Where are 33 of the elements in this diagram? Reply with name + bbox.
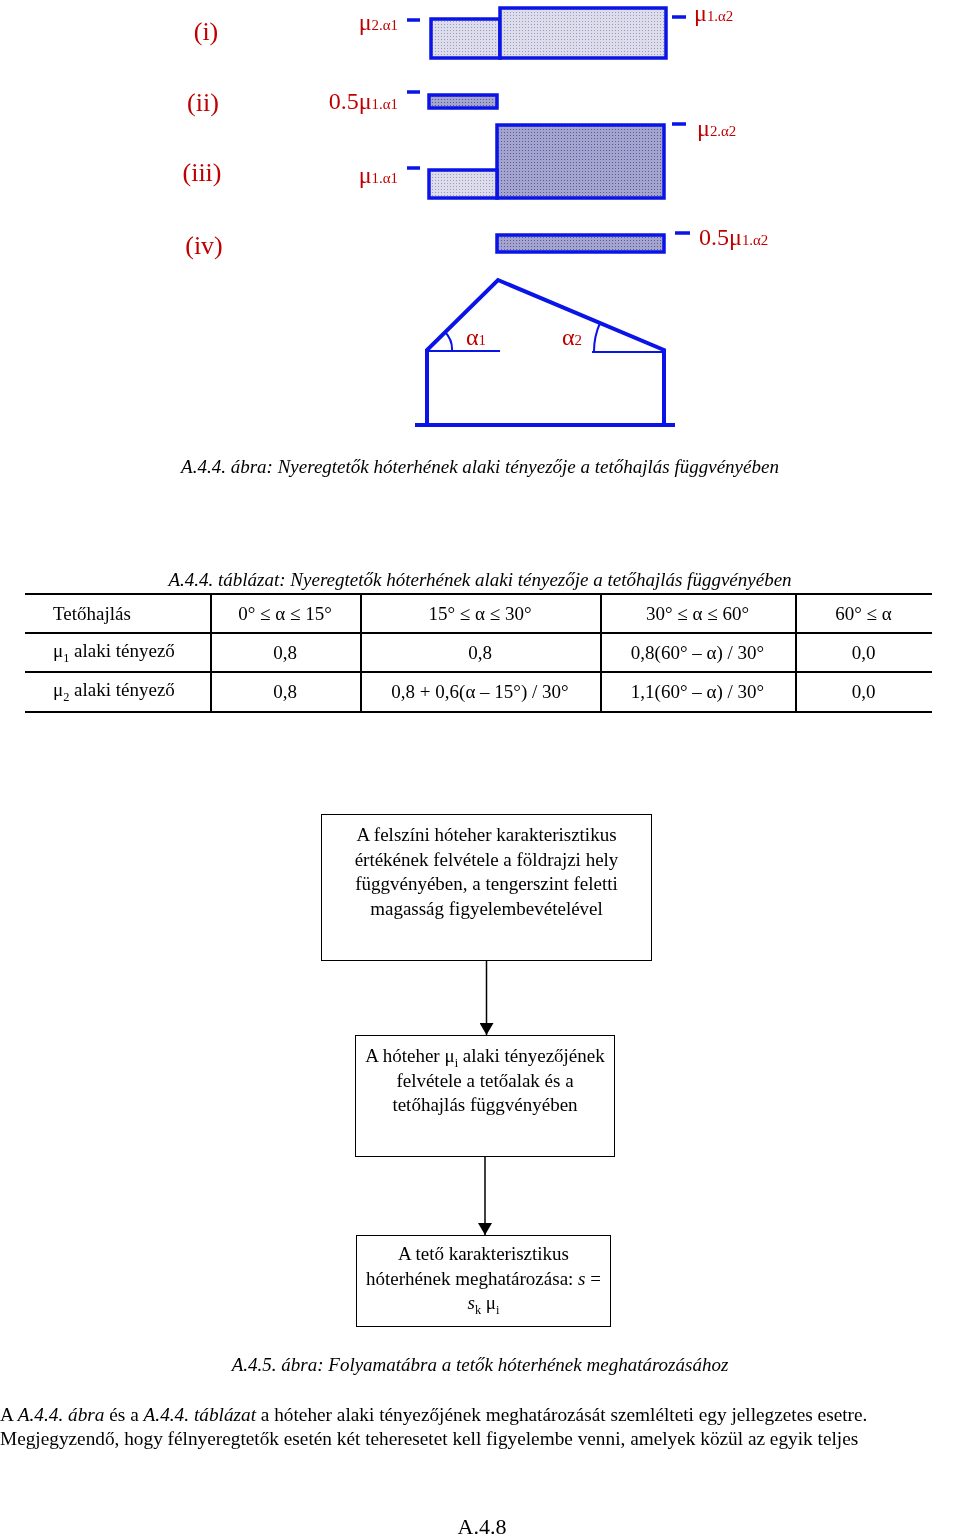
table-value: 0,8 xyxy=(468,642,492,663)
paragraph-text: Megjegyzendő, hogy félnyeregtetők esetén két teheresetet kell figyelembe venni, amelyek közül az egyik teljes xyxy=(0,1428,859,1450)
row-header: μ$_{1}$ alaki tényező xyxy=(53,640,175,665)
process-box xyxy=(355,1035,615,1157)
paragraph-text: A A.4.4. ábra és a A.4.4. táblázat a hóteher alaki tényezőjének meghatározását szemlélteti egy jellegzetes esetre. xyxy=(0,1404,868,1426)
process-box xyxy=(356,1235,611,1327)
page-number: A.4.8 xyxy=(457,1514,507,1538)
figure-caption: A.4.4. ábra: Nyeregtetők hóterhének alaki tényezője a tetőhajlás függvényében xyxy=(181,456,779,478)
arrow xyxy=(478,1156,492,1236)
arrow xyxy=(479,960,494,1036)
column-header: 0° ≤ α ≤ 15° xyxy=(238,603,332,624)
table-value: 0,8 xyxy=(273,642,297,663)
row-header: μ$_{2}$ alaki tényező xyxy=(53,679,175,705)
case-label: (ii) xyxy=(187,88,219,118)
figure-caption: A.4.4. táblázat: Nyeregtetők hóterhének alaki tényezője a tetőhajlás függvényében xyxy=(168,569,792,591)
case-label: (iii) xyxy=(182,158,222,188)
table-value: 0,8 xyxy=(273,681,297,703)
process-text: A hóteher μ$_{i}$ alaki tényezőjének felvétele a tetőalak és a tetőhajlás függvényében xyxy=(365,1045,605,1115)
table-value: 0,0 xyxy=(851,681,876,703)
column-header: 30° ≤ α ≤ 60° xyxy=(646,603,749,624)
case-label: (i) xyxy=(193,17,219,47)
table-value: 1,1(60° – α) / 30° xyxy=(630,681,765,703)
column-header: 60° ≤ α xyxy=(835,603,892,624)
figure-caption: A.4.5. ábra: Folyamatábra a tetők hóterhének meghatározásához xyxy=(231,1354,729,1376)
table-value: 0,8(60° – α) / 30° xyxy=(630,642,765,663)
process-box xyxy=(321,814,652,961)
column-header: Tetőhajlás xyxy=(53,603,131,624)
column-header: 15° ≤ α ≤ 30° xyxy=(428,603,532,624)
process-text: A tető karakterisztikus hóterhének meghatározása: s = s$_{k}$ μ$_{i}$ xyxy=(366,1243,601,1313)
process-text: A felszíni hóteher karakterisztikus értékének felvétele a földrajzi hely függvényében, a tengerszint feletti magasság figyelembevételével xyxy=(354,824,619,919)
table-value: 0,8 + 0,6(α – 15°) / 30° xyxy=(391,681,569,703)
table-value: 0,0 xyxy=(851,642,876,663)
case-label: (iv) xyxy=(185,231,223,261)
